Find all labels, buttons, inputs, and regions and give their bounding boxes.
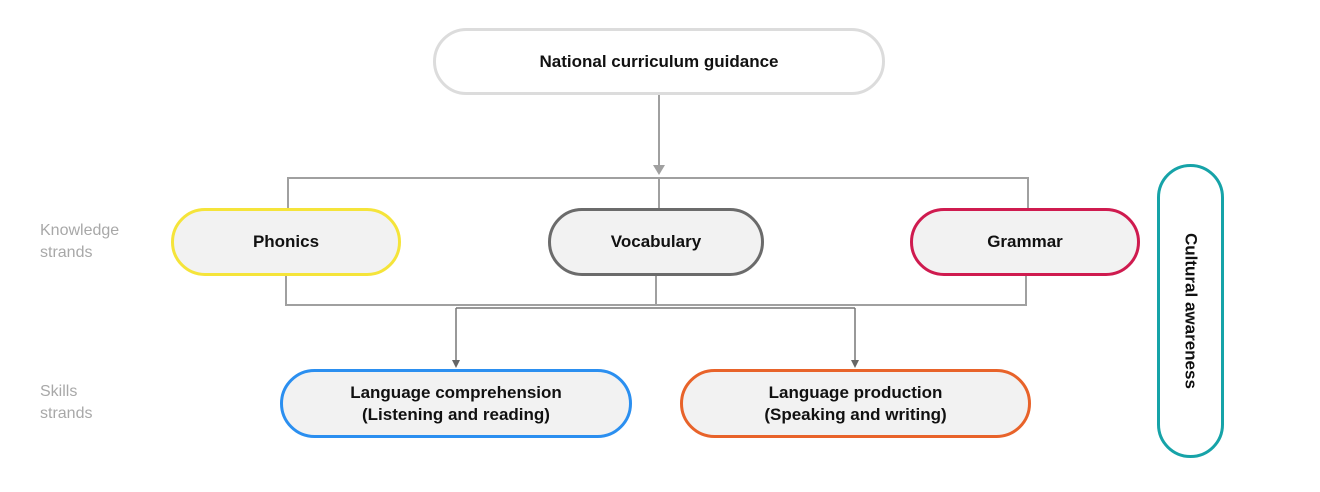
language-comprehension-node: Language comprehension (Listening and re… bbox=[280, 369, 632, 438]
vocabulary-label: Vocabulary bbox=[610, 232, 702, 251]
cultural-awareness-label: Cultural awareness bbox=[1181, 233, 1201, 389]
knowledge-strands-label: Knowledge strands bbox=[40, 220, 119, 264]
phonics-label: Phonics bbox=[252, 232, 320, 251]
grammar-node: Grammar bbox=[910, 208, 1140, 276]
comprehension-subtitle: (Listening and reading) bbox=[362, 404, 550, 424]
production-subtitle: (Speaking and writing) bbox=[764, 404, 947, 424]
phonics-node: Phonics bbox=[171, 208, 401, 276]
grammar-label: Grammar bbox=[987, 232, 1063, 251]
cultural-awareness-node: Cultural awareness bbox=[1157, 164, 1224, 458]
national-curriculum-node: National curriculum guidance bbox=[433, 28, 885, 95]
knowledge-label-line-1: Knowledge bbox=[40, 222, 120, 239]
language-production-node: Language production (Speaking and writin… bbox=[680, 369, 1031, 438]
comprehension-title: Language comprehension bbox=[350, 382, 562, 402]
national-curriculum-label: National curriculum guidance bbox=[539, 51, 779, 71]
production-title: Language production bbox=[768, 382, 943, 402]
knowledge-label-line-2: strands bbox=[40, 244, 93, 261]
vocabulary-node: Vocabulary bbox=[548, 208, 764, 276]
skills-label-line-1: Skills bbox=[40, 383, 78, 400]
skills-strands-label: Skills strands bbox=[40, 381, 92, 425]
skills-label-line-2: strands bbox=[40, 405, 93, 422]
